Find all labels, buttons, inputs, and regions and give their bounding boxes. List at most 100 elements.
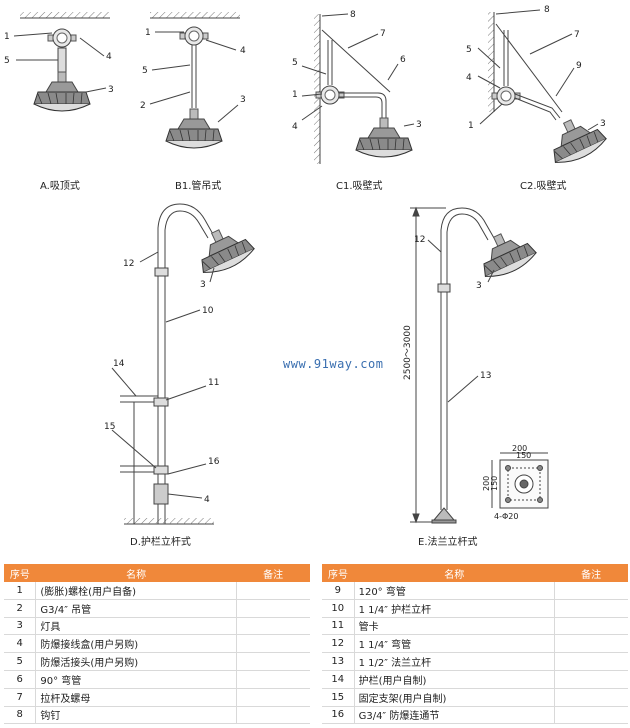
part-number: 14	[322, 670, 355, 689]
caption-a: A.吸顶式	[40, 181, 80, 192]
part-note	[235, 670, 310, 689]
part-note	[553, 617, 628, 636]
part-number: 7	[4, 688, 36, 707]
caption-b1: B1.管吊式	[175, 181, 222, 192]
part-name: G3/4″ 吊管	[35, 599, 237, 618]
svg-text:1: 1	[4, 32, 10, 42]
part-note	[235, 617, 310, 636]
svg-text:150: 150	[516, 451, 531, 460]
part-name: 灯具	[35, 617, 237, 636]
caption-c2: C2.吸壁式	[520, 181, 567, 192]
svg-text:12: 12	[123, 259, 134, 269]
svg-text:4: 4	[106, 52, 112, 62]
part-number: 6	[4, 670, 36, 689]
svg-text:6: 6	[400, 55, 406, 65]
part-name: 管卡	[353, 617, 555, 636]
part-number: 5	[4, 652, 36, 671]
figure-a	[13, 12, 110, 112]
svg-text:200: 200	[482, 476, 491, 491]
part-number: 8	[4, 706, 36, 725]
svg-text:3: 3	[108, 85, 114, 95]
part-name: 护栏(用户自制)	[353, 670, 555, 689]
part-number: 1	[4, 582, 36, 600]
caption-e: E.法兰立杆式	[418, 537, 478, 548]
part-number: 16	[322, 706, 355, 725]
part-number: 13	[322, 652, 355, 671]
svg-text:5: 5	[292, 58, 298, 68]
watermark: www.91way.com	[283, 357, 384, 371]
svg-text:3: 3	[476, 281, 482, 291]
svg-text:10: 10	[202, 306, 214, 316]
svg-text:3: 3	[240, 95, 246, 105]
figure-b1	[149, 12, 240, 149]
part-number: 2	[4, 599, 36, 618]
part-name: 钩钉	[35, 706, 237, 725]
part-note	[235, 688, 310, 707]
part-note	[235, 706, 310, 725]
part-name: 防爆活接头(用户另购)	[35, 652, 237, 671]
header-note: 备注	[554, 564, 628, 582]
svg-text:9: 9	[576, 61, 582, 71]
part-number: 3	[4, 617, 36, 636]
part-number: 9	[322, 582, 355, 600]
svg-text:4: 4	[292, 122, 298, 132]
figure-e	[410, 206, 540, 524]
part-name: 1 1/4″ 弯管	[353, 634, 555, 654]
callout-labels: 1 5 4 3 1 4 5 2 3 8 7 5 6 1 4 3 8 7 5 4 …	[4, 5, 606, 521]
header-no: 序号	[4, 564, 36, 582]
svg-text:5: 5	[466, 45, 472, 55]
figure-d	[111, 203, 258, 525]
svg-text:4: 4	[204, 495, 210, 505]
part-number: 15	[322, 688, 355, 707]
svg-text:7: 7	[380, 29, 386, 39]
part-name: 固定支架(用户自制)	[353, 688, 555, 707]
part-name: 拉杆及螺母	[35, 688, 237, 707]
svg-text:4: 4	[466, 73, 472, 83]
svg-text:13: 13	[480, 371, 491, 381]
svg-text:2500～3000: 2500～3000	[403, 325, 413, 380]
part-number: 11	[322, 617, 355, 636]
svg-text:1: 1	[292, 90, 298, 100]
svg-text:4: 4	[240, 46, 246, 56]
part-number: 12	[322, 634, 355, 654]
part-note	[553, 670, 628, 689]
part-note	[553, 688, 628, 707]
svg-text:3: 3	[600, 119, 606, 129]
caption-c1: C1.吸壁式	[336, 181, 383, 192]
svg-text:5: 5	[4, 56, 10, 66]
part-note	[235, 599, 310, 618]
figure-c2	[477, 9, 610, 170]
svg-text:3: 3	[200, 280, 206, 290]
header-note: 备注	[236, 564, 310, 582]
part-note	[553, 634, 628, 654]
caption-d: D.护栏立杆式	[130, 537, 191, 548]
svg-text:5: 5	[142, 66, 148, 76]
svg-text:3: 3	[416, 120, 422, 130]
part-name: 90° 弯管	[35, 670, 237, 689]
part-name: 1 1/2″ 法兰立杆	[353, 652, 555, 671]
part-note	[553, 652, 628, 671]
svg-text:11: 11	[208, 378, 219, 388]
svg-text:1: 1	[145, 28, 151, 38]
part-number: 4	[4, 634, 36, 654]
part-name: 1 1/4″ 护栏立杆	[353, 599, 555, 618]
header-name: 名称	[35, 564, 237, 582]
svg-text:150: 150	[490, 476, 499, 491]
svg-text:12: 12	[414, 235, 425, 245]
